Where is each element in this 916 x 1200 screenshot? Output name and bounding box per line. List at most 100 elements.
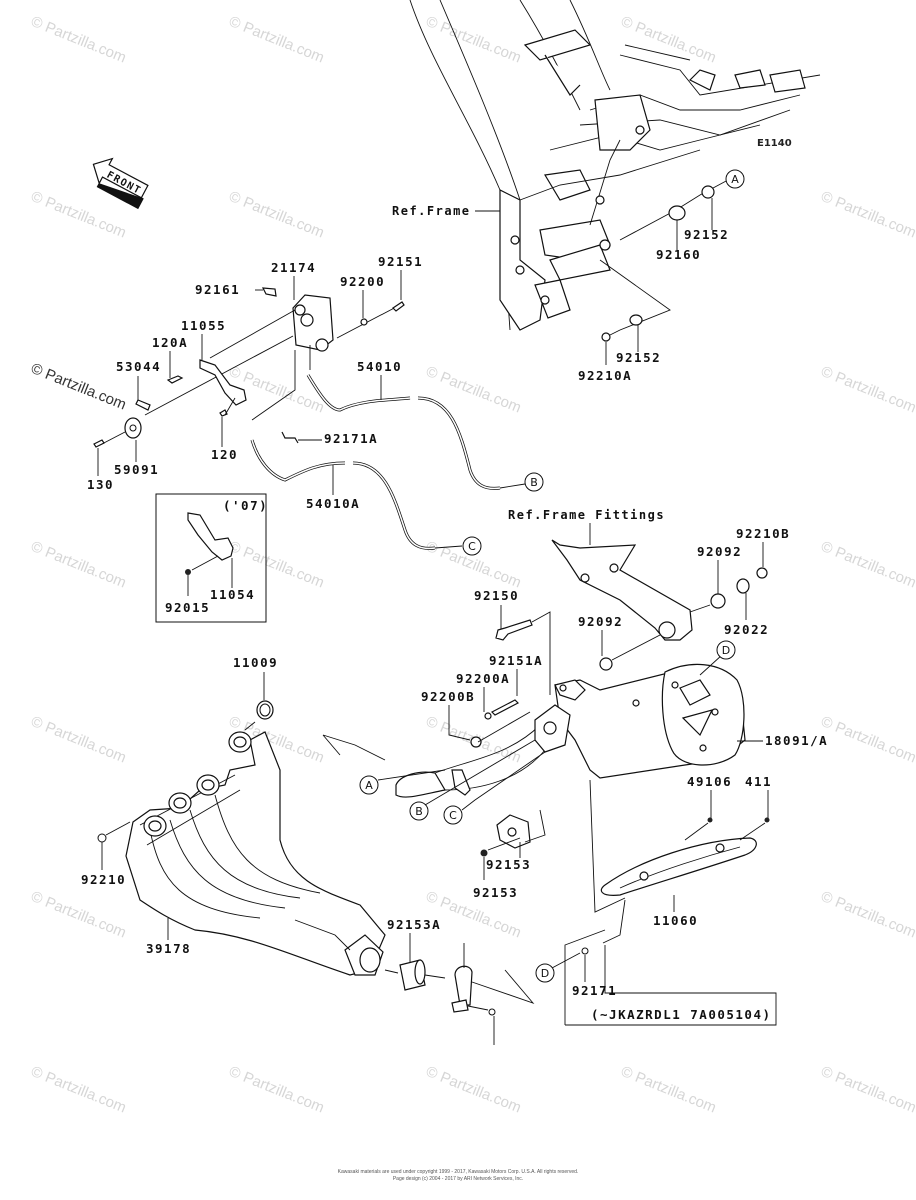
washer-92200A xyxy=(484,712,492,720)
watermark: © Partzilla.com xyxy=(819,888,916,942)
clamp-92171 xyxy=(454,965,473,1006)
part-label[interactable]: 120A xyxy=(152,335,188,350)
exhaust-valve-actuator xyxy=(93,287,405,448)
watermark: © Partzilla.com xyxy=(29,888,129,942)
part-label[interactable]: 92210A xyxy=(578,368,632,383)
part-label[interactable]: 18091/A xyxy=(765,733,828,748)
watermark: © Partzilla.com xyxy=(29,13,129,67)
part-label[interactable]: 11055 xyxy=(181,318,226,333)
washer-92200B xyxy=(470,736,482,748)
nut-92210B xyxy=(756,567,768,579)
svg-text:C: C xyxy=(449,809,457,822)
part-label[interactable]: 92152 xyxy=(684,227,729,242)
watermark: © Partzilla.com xyxy=(227,1063,327,1117)
frame-drawing xyxy=(409,0,821,331)
watermark: © Partzilla.com xyxy=(227,538,327,592)
washer-92152 xyxy=(701,185,715,199)
grommet-92160 xyxy=(668,205,686,221)
part-label[interactable]: 11054 xyxy=(210,587,255,602)
part-label[interactable]: 92200A xyxy=(456,671,510,686)
watermark: © Partzilla.com xyxy=(29,713,129,767)
part-label[interactable]: 92153 xyxy=(486,857,531,872)
serial-note-box xyxy=(551,899,777,1026)
nut-92210 xyxy=(97,833,107,843)
frame-fitting-bracket xyxy=(551,539,693,641)
watermark: © Partzilla.com xyxy=(227,13,327,67)
watermark: © Partzilla.com xyxy=(227,188,327,242)
part-label[interactable]: 21174 xyxy=(271,260,316,275)
watermark-dark: © Partzilla.com xyxy=(29,360,129,414)
watermark: © Partzilla.com xyxy=(819,538,916,592)
part-label[interactable]: 92022 xyxy=(724,622,769,637)
svg-text:D: D xyxy=(541,967,549,980)
frame-mount-hardware xyxy=(599,179,729,365)
watermark: © Partzilla.com xyxy=(29,1063,129,1117)
part-label[interactable]: 92161 xyxy=(195,282,240,297)
watermark: © Partzilla.com xyxy=(424,363,524,417)
ref-frame-label: Ref.Frame xyxy=(392,204,471,218)
part-label[interactable]: 92160 xyxy=(656,247,701,262)
callout-C-pipe: C xyxy=(443,805,463,825)
part-label[interactable]: 120 xyxy=(211,447,238,462)
callout-C-cable: C xyxy=(462,536,482,556)
part-label[interactable]: 39178 xyxy=(146,941,191,956)
part-label[interactable]: 53044 xyxy=(116,359,161,374)
bolt-92150 xyxy=(495,619,533,641)
inset-year-label: ('07) xyxy=(223,498,268,513)
callout-B-cable: B xyxy=(524,472,544,492)
svg-text:A: A xyxy=(731,173,739,186)
part-label[interactable]: 92200B xyxy=(421,689,475,704)
part-label[interactable]: 92210 xyxy=(81,872,126,887)
part-label[interactable]: 59091 xyxy=(114,462,159,477)
figure-code: E1140 xyxy=(757,138,792,149)
watermark: © Partzilla.com xyxy=(619,1063,719,1117)
part-label[interactable]: 92015 xyxy=(165,600,210,615)
connecting-pipe xyxy=(322,704,571,811)
part-label[interactable]: 49106 xyxy=(687,774,732,789)
svg-text:B: B xyxy=(415,805,423,818)
part-label[interactable]: 92200 xyxy=(340,274,385,289)
svg-text:A: A xyxy=(365,779,373,792)
footer-design: Page design (c) 2004 - 2017 by ARI Netwo… xyxy=(393,1176,523,1182)
part-label[interactable]: 92171 xyxy=(572,983,617,998)
bracket-11055 xyxy=(199,359,247,406)
part-label[interactable]: 11060 xyxy=(653,913,698,928)
part-label[interactable]: 11009 xyxy=(233,655,278,670)
part-label[interactable]: 54010 xyxy=(357,359,402,374)
serial-note: (~JKAZRDL1 7A005104) xyxy=(591,1007,772,1022)
callout-B-pipe: B xyxy=(409,801,429,821)
part-label[interactable]: 92210B xyxy=(736,526,790,541)
bolt-120 xyxy=(480,849,488,857)
part-label[interactable]: 92152 xyxy=(616,350,661,365)
muffler-18091 xyxy=(554,663,746,779)
part-label[interactable]: 92150 xyxy=(474,588,519,603)
part-label[interactable]: 92092 xyxy=(697,544,742,559)
watermark: © Partzilla.com xyxy=(819,188,916,242)
footer-copyright: Kawasaki materials are used under copyri… xyxy=(338,1169,579,1175)
svg-text:C: C xyxy=(468,540,476,553)
callout-D-serial: D xyxy=(535,963,555,983)
part-label[interactable]: 92092 xyxy=(578,614,623,629)
front-arrow-icon: FRONT xyxy=(92,157,149,210)
part-label[interactable]: 92153A xyxy=(387,917,441,932)
ref-frame-fittings-label: Ref.Frame Fittings xyxy=(508,508,665,522)
watermark: © Partzilla.com xyxy=(424,1063,524,1117)
part-label[interactable]: 54010A xyxy=(306,496,360,511)
inset-07-box xyxy=(155,493,267,623)
part-label[interactable]: 92151A xyxy=(489,653,543,668)
part-label[interactable]: 411 xyxy=(745,774,772,789)
heat-cover-49106 xyxy=(600,837,757,896)
part-label[interactable]: 130 xyxy=(87,477,114,492)
callout-A-pipe: A xyxy=(359,775,379,795)
watermark: © Partzilla.com xyxy=(819,363,916,417)
callout-A-top: A xyxy=(725,169,745,189)
throttle-cables xyxy=(250,374,526,550)
part-label[interactable]: 92171A xyxy=(324,431,378,446)
part-label[interactable]: 92153 xyxy=(473,885,518,900)
header-pipe-39178 xyxy=(125,731,386,976)
callout-D-muffler: D xyxy=(699,640,736,676)
svg-text:D: D xyxy=(722,644,730,657)
part-label[interactable]: 92151 xyxy=(378,254,423,269)
washer-92022 xyxy=(736,578,750,594)
